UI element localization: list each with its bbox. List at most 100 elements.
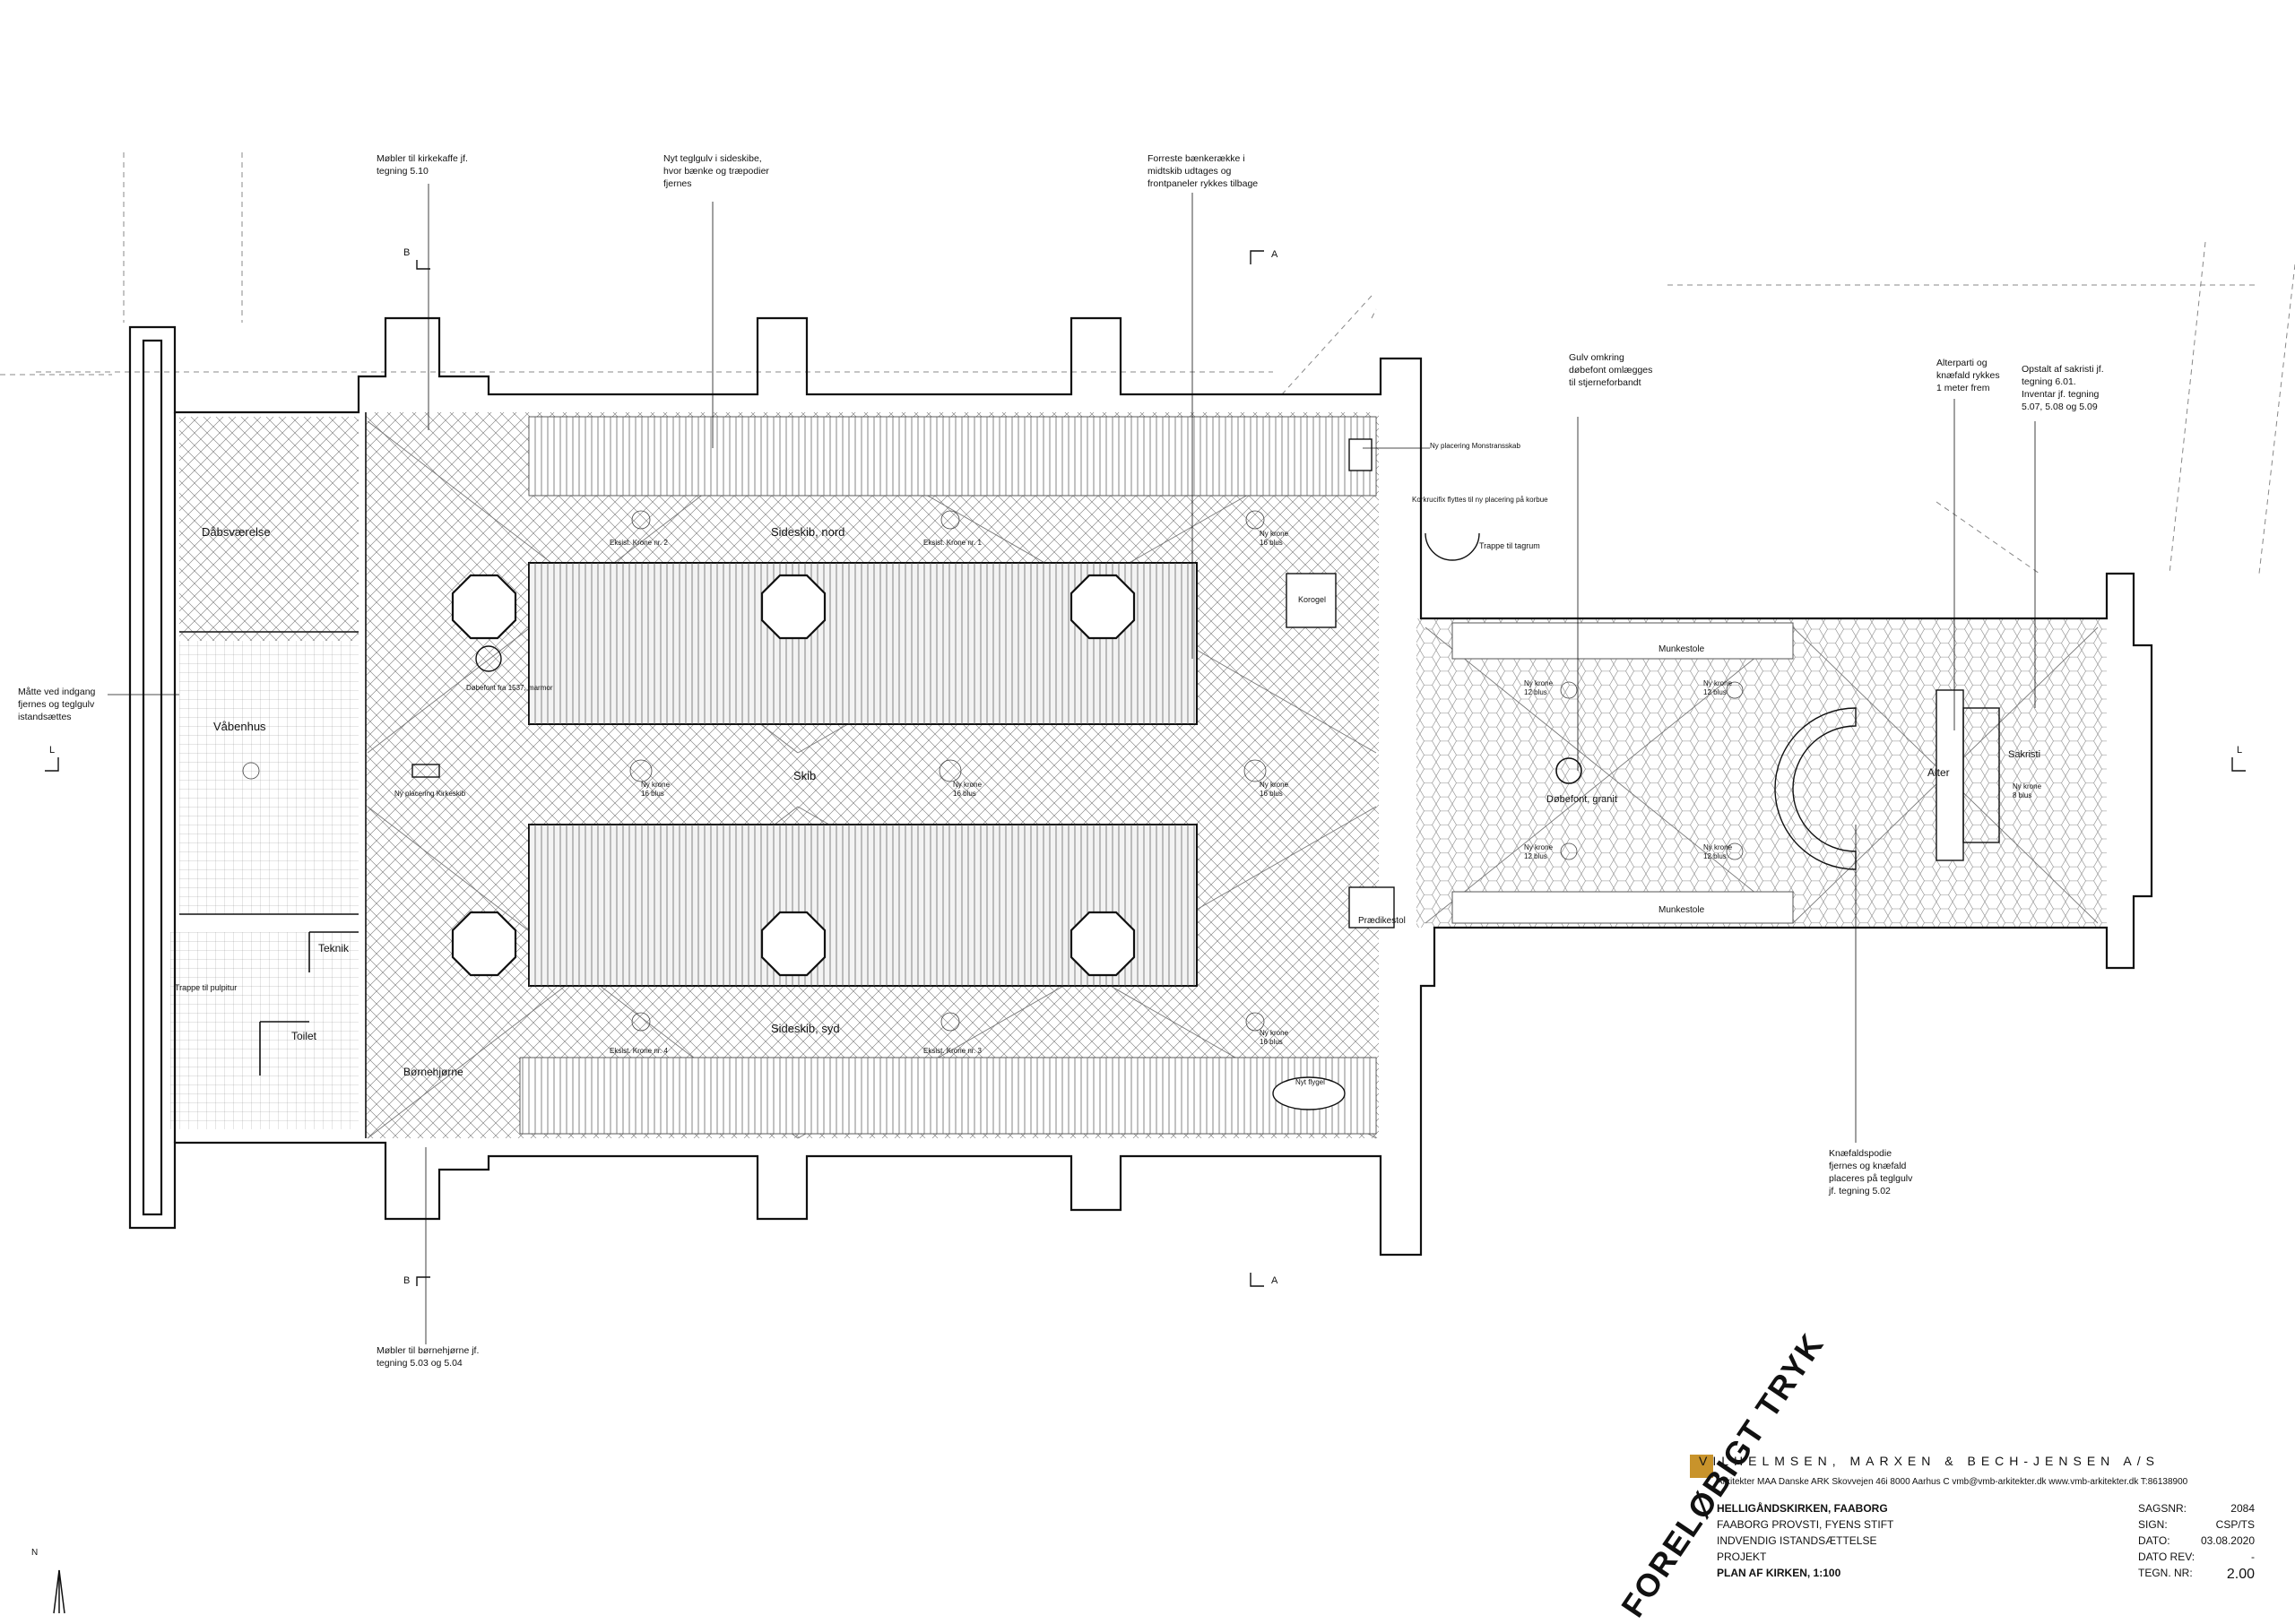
label-kor-krone-4: Ny krone	[1703, 843, 1733, 851]
room-munkestole-n: Munkestole	[1658, 644, 1705, 654]
note-boernehjoerne-1: Møbler til børnehjørne jf.	[377, 1345, 479, 1356]
pews-south	[519, 1057, 1377, 1135]
note-teglgulv-1: Nyt teglgulv i sideskibe,	[663, 153, 762, 164]
label-kor-krone-3: Ny krone	[1524, 843, 1554, 851]
label-ny-krone-skib-1: Ny krone	[641, 781, 671, 789]
section-labels: B A B A L L N	[31, 247, 2242, 1558]
note-gulv-1: Gulv omkring	[1569, 352, 1624, 363]
label-korkrucifix: Korkrucifix flyttes til ny placering på …	[1412, 496, 1548, 504]
note-knaefald-4: jf. tegning 5.02	[1828, 1186, 1891, 1196]
field-sign-value: CSP/TS	[2215, 1518, 2255, 1531]
room-skib: Skib	[793, 769, 816, 782]
firm-name: VILHELMSEN, MARXEN & BECH-JENSEN A/S	[1699, 1454, 2160, 1468]
note-maatte-2: fjernes og teglgulv	[18, 699, 95, 710]
room-vaabenhus: Våbenhus	[213, 720, 266, 733]
choir-elements	[411, 438, 2000, 1110]
field-tegnnr-value: 2.00	[2226, 1567, 2255, 1582]
field-datorev-label: DATO REV:	[2138, 1551, 2195, 1563]
field-tegnnr-label: TEGN. NR:	[2138, 1567, 2193, 1579]
label-sakristi-krone: Ny krone	[2013, 782, 2042, 790]
label-eksist-krone-1: Eksist. Krone nr. 1	[923, 539, 982, 547]
note-knaefald-3: placeres på teglgulv	[1829, 1173, 1913, 1184]
note-kirkekaffe-1: Møbler til kirkekaffe jf.	[377, 153, 468, 164]
label-dabefont-1537: Døbefont fra 1537, marmor	[466, 684, 553, 692]
note-kirkekaffe-2: tegning 5.10	[377, 166, 429, 177]
field-dato-label: DATO:	[2138, 1534, 2170, 1547]
note-knaefald-2: fjernes og knæfald	[1829, 1161, 1907, 1171]
label-eksist-krone-2: Eksist. Krone nr. 2	[610, 539, 668, 547]
label-ny-krone-syd: Ny krone	[1260, 1029, 1289, 1037]
note-baenke-2: midtskib udtages og	[1148, 166, 1232, 177]
label-ny-krone-syd-2: 16 blus	[1260, 1038, 1283, 1046]
note-gulv-3: til stjerneforbandt	[1569, 377, 1641, 388]
note-maatte-1: Måtte ved indgang	[18, 687, 96, 697]
field-sagsnr-label: SAGSNR:	[2138, 1502, 2187, 1515]
label-kor-krone-2b: 12 blus	[1703, 688, 1727, 696]
floor-hatch	[170, 412, 2107, 1138]
note-alterparti-2: knæfald rykkes	[1936, 370, 2000, 381]
room-teknik: Teknik	[318, 942, 350, 955]
label-kor-krone-1b: 12 blus	[1524, 688, 1547, 696]
note-alterparti-3: 1 meter frem	[1936, 383, 1990, 393]
room-trappe-taarn: Trappe til tagrum	[1479, 541, 1540, 550]
room-sideskib-nord: Sideskib, nord	[771, 525, 844, 539]
label-nyt-flygel: Nyt flygel	[1295, 1078, 1325, 1086]
label-ny-krone-nord: Ny krone	[1260, 530, 1289, 538]
room-praedikestol: Prædikestol	[1358, 916, 1406, 926]
section-l-right: L	[2237, 745, 2242, 756]
label-ny-krone-skib-1b: 16 blus	[641, 790, 664, 798]
label-ny-krone-skib-3: Ny krone	[1260, 781, 1289, 789]
firm-contact: Arkitekter MAA Danske ARK Skovvejen 46i …	[1717, 1477, 2188, 1487]
note-gulv-2: døbefont omlægges	[1569, 365, 1652, 376]
section-l-left: L	[49, 745, 55, 756]
pews-north	[528, 416, 1377, 497]
note-teglgulv-3: fjernes	[663, 178, 692, 189]
inner-walls	[179, 412, 367, 1138]
note-sakristi-1: Opstalt af sakristi jf.	[2022, 364, 2104, 375]
label-kor-krone-1: Ny krone	[1524, 679, 1554, 687]
room-trappe-pulpitur: Trappe til pulpitur	[175, 983, 237, 992]
label-kor-krone-4b: 12 blus	[1703, 852, 1727, 860]
annotations: Møbler til kirkekaffe jf. tegning 5.10 N…	[18, 153, 2104, 1369]
project-name: HELLIGÅNDSKIRKEN, FAABORG	[1717, 1502, 1888, 1515]
chandeliers	[242, 510, 1744, 1032]
room-munkestole-s: Munkestole	[1658, 905, 1705, 915]
leader-lines	[108, 184, 2036, 1344]
field-sagsnr-value: 2084	[2230, 1502, 2255, 1515]
note-teglgulv-2: hvor bænke og træpodier	[663, 166, 769, 177]
pillars	[451, 574, 1136, 977]
note-sakristi-2: tegning 6.01.	[2022, 376, 2076, 387]
room-dabefont: Døbefont, granit	[1546, 794, 1617, 805]
label-monstrans: Ny placering Monstransskab	[1430, 442, 1520, 450]
drawing-title: PLAN AF KIRKEN, 1:100	[1717, 1567, 1841, 1579]
section-a-bottom: A	[1271, 1275, 1278, 1286]
project-scope: INDVENDIG ISTANDSÆTTELSE	[1717, 1534, 1877, 1547]
section-b-top: B	[403, 247, 410, 258]
firm-logo	[1690, 1455, 1713, 1478]
note-boernehjoerne-2: tegning 5.03 og 5.04	[377, 1358, 463, 1369]
label-ny-krone-nord-2: 16 blus	[1260, 539, 1283, 547]
room-sakristi: Sakristi	[2008, 749, 2040, 760]
room-korgel: Korogel	[1298, 595, 1326, 604]
label-ny-krone-skib-2b: 16 blus	[953, 790, 976, 798]
label-eksist-krone-3: Eksist. Krone nr. 3	[923, 1047, 982, 1055]
field-sign-label: SIGN:	[2138, 1518, 2168, 1531]
note-knaefald-1: Knæfaldspodie	[1829, 1148, 1892, 1159]
field-dato-value: 03.08.2020	[2200, 1534, 2255, 1547]
section-a-top: A	[1271, 249, 1278, 260]
title-block: HELLIGÅNDSKIRKEN, FAABORG SAGSNR: 2084 F…	[1717, 1502, 2255, 1610]
section-marks	[45, 250, 2246, 1287]
room-toilet: Toilet	[291, 1030, 317, 1042]
label-kor-krone-2: Ny krone	[1703, 679, 1733, 687]
label-ny-krone-skib-3b: 16 blus	[1260, 790, 1283, 798]
site-lines	[0, 152, 2295, 574]
note-sakristi-4: 5.07, 5.08 og 5.09	[2022, 402, 2098, 412]
note-maatte-3: istandsættes	[18, 712, 72, 722]
walls	[128, 316, 2153, 1257]
north-arrow-icon	[53, 1569, 65, 1614]
room-alter: Alter	[1927, 766, 1950, 779]
room-daabsvaerelse: Dåbsværelse	[202, 525, 271, 539]
project-provsti: FAABORG PROVSTI, FYENS STIFT	[1717, 1518, 1894, 1531]
label-kor-krone-3b: 12 blus	[1524, 852, 1547, 860]
